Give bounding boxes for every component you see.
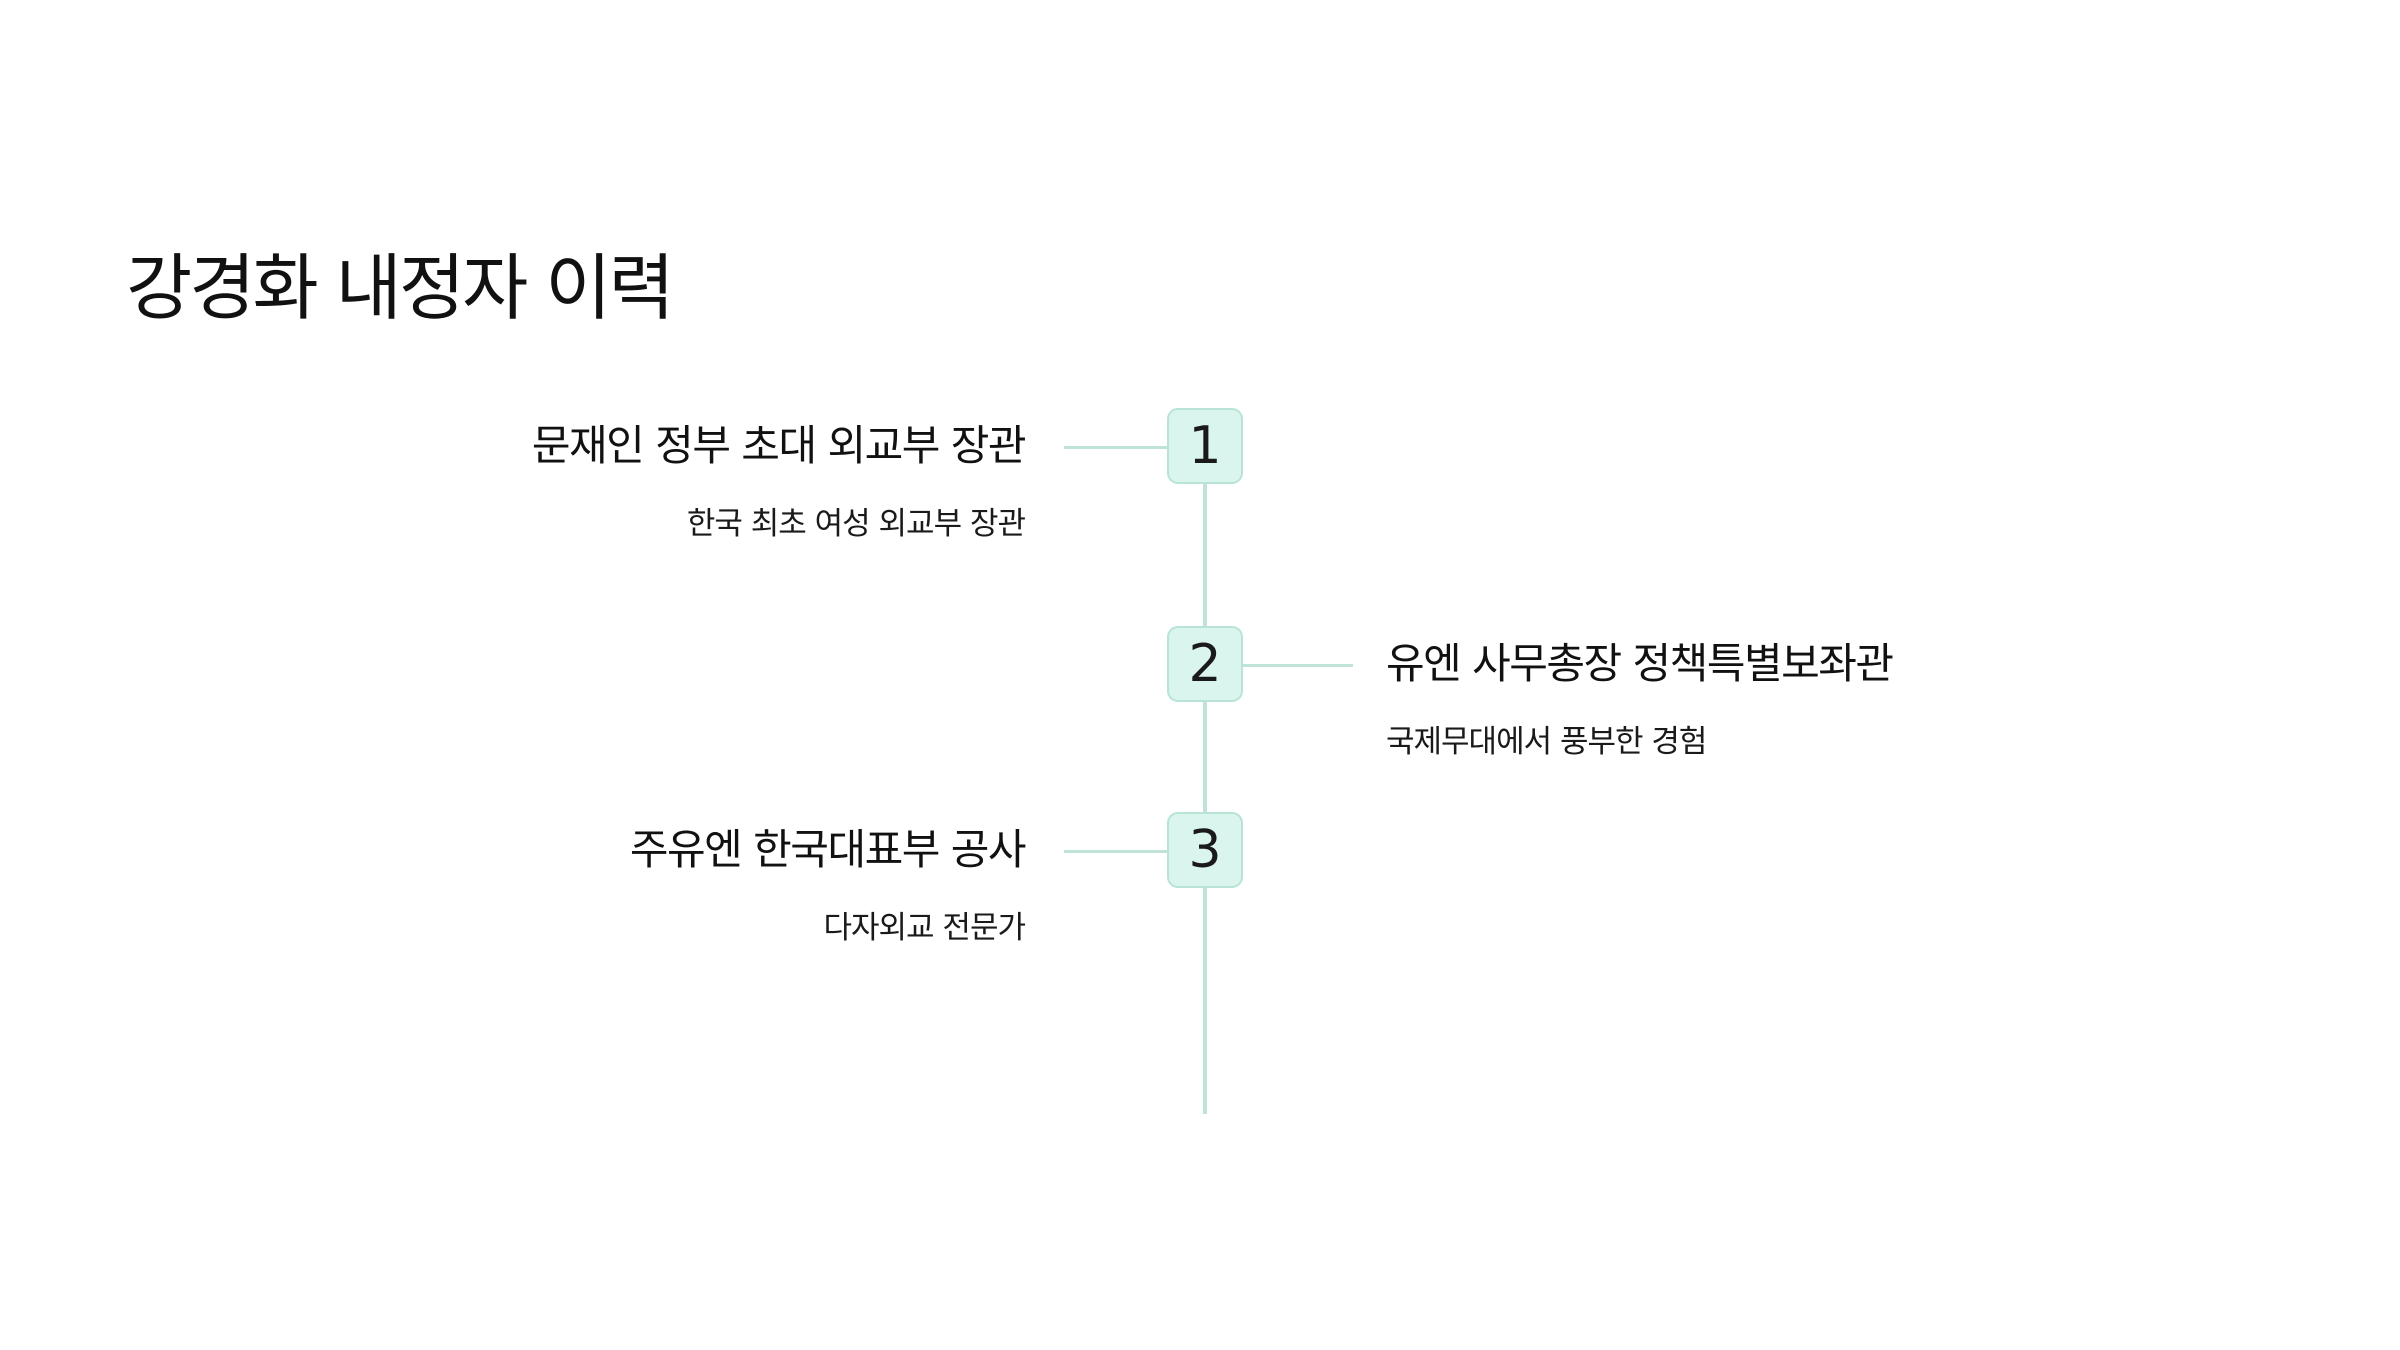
- timeline-axis: [1203, 448, 1207, 1114]
- step-badge-1: 1: [1167, 408, 1243, 484]
- connector-1: [1064, 446, 1170, 449]
- item-2-description: 국제무대에서 풍부한 경험: [1386, 724, 1707, 760]
- connector-3: [1064, 850, 1170, 853]
- item-3-description: 다자외교 전문가: [823, 910, 1026, 946]
- item-3-title: 주유엔 한국대표부 공사: [629, 825, 1027, 874]
- item-1-description: 한국 최초 여성 외교부 장관: [686, 506, 1026, 542]
- connector-2: [1241, 664, 1353, 667]
- slide-title: 강경화 내정자 이력: [126, 246, 675, 330]
- step-badge-3: 3: [1167, 812, 1243, 888]
- step-badge-2: 2: [1167, 626, 1243, 702]
- item-2-title: 유엔 사무총장 정책특별보좌관: [1386, 639, 1894, 688]
- item-1-title: 문재인 정부 초대 외교부 장관: [531, 421, 1027, 470]
